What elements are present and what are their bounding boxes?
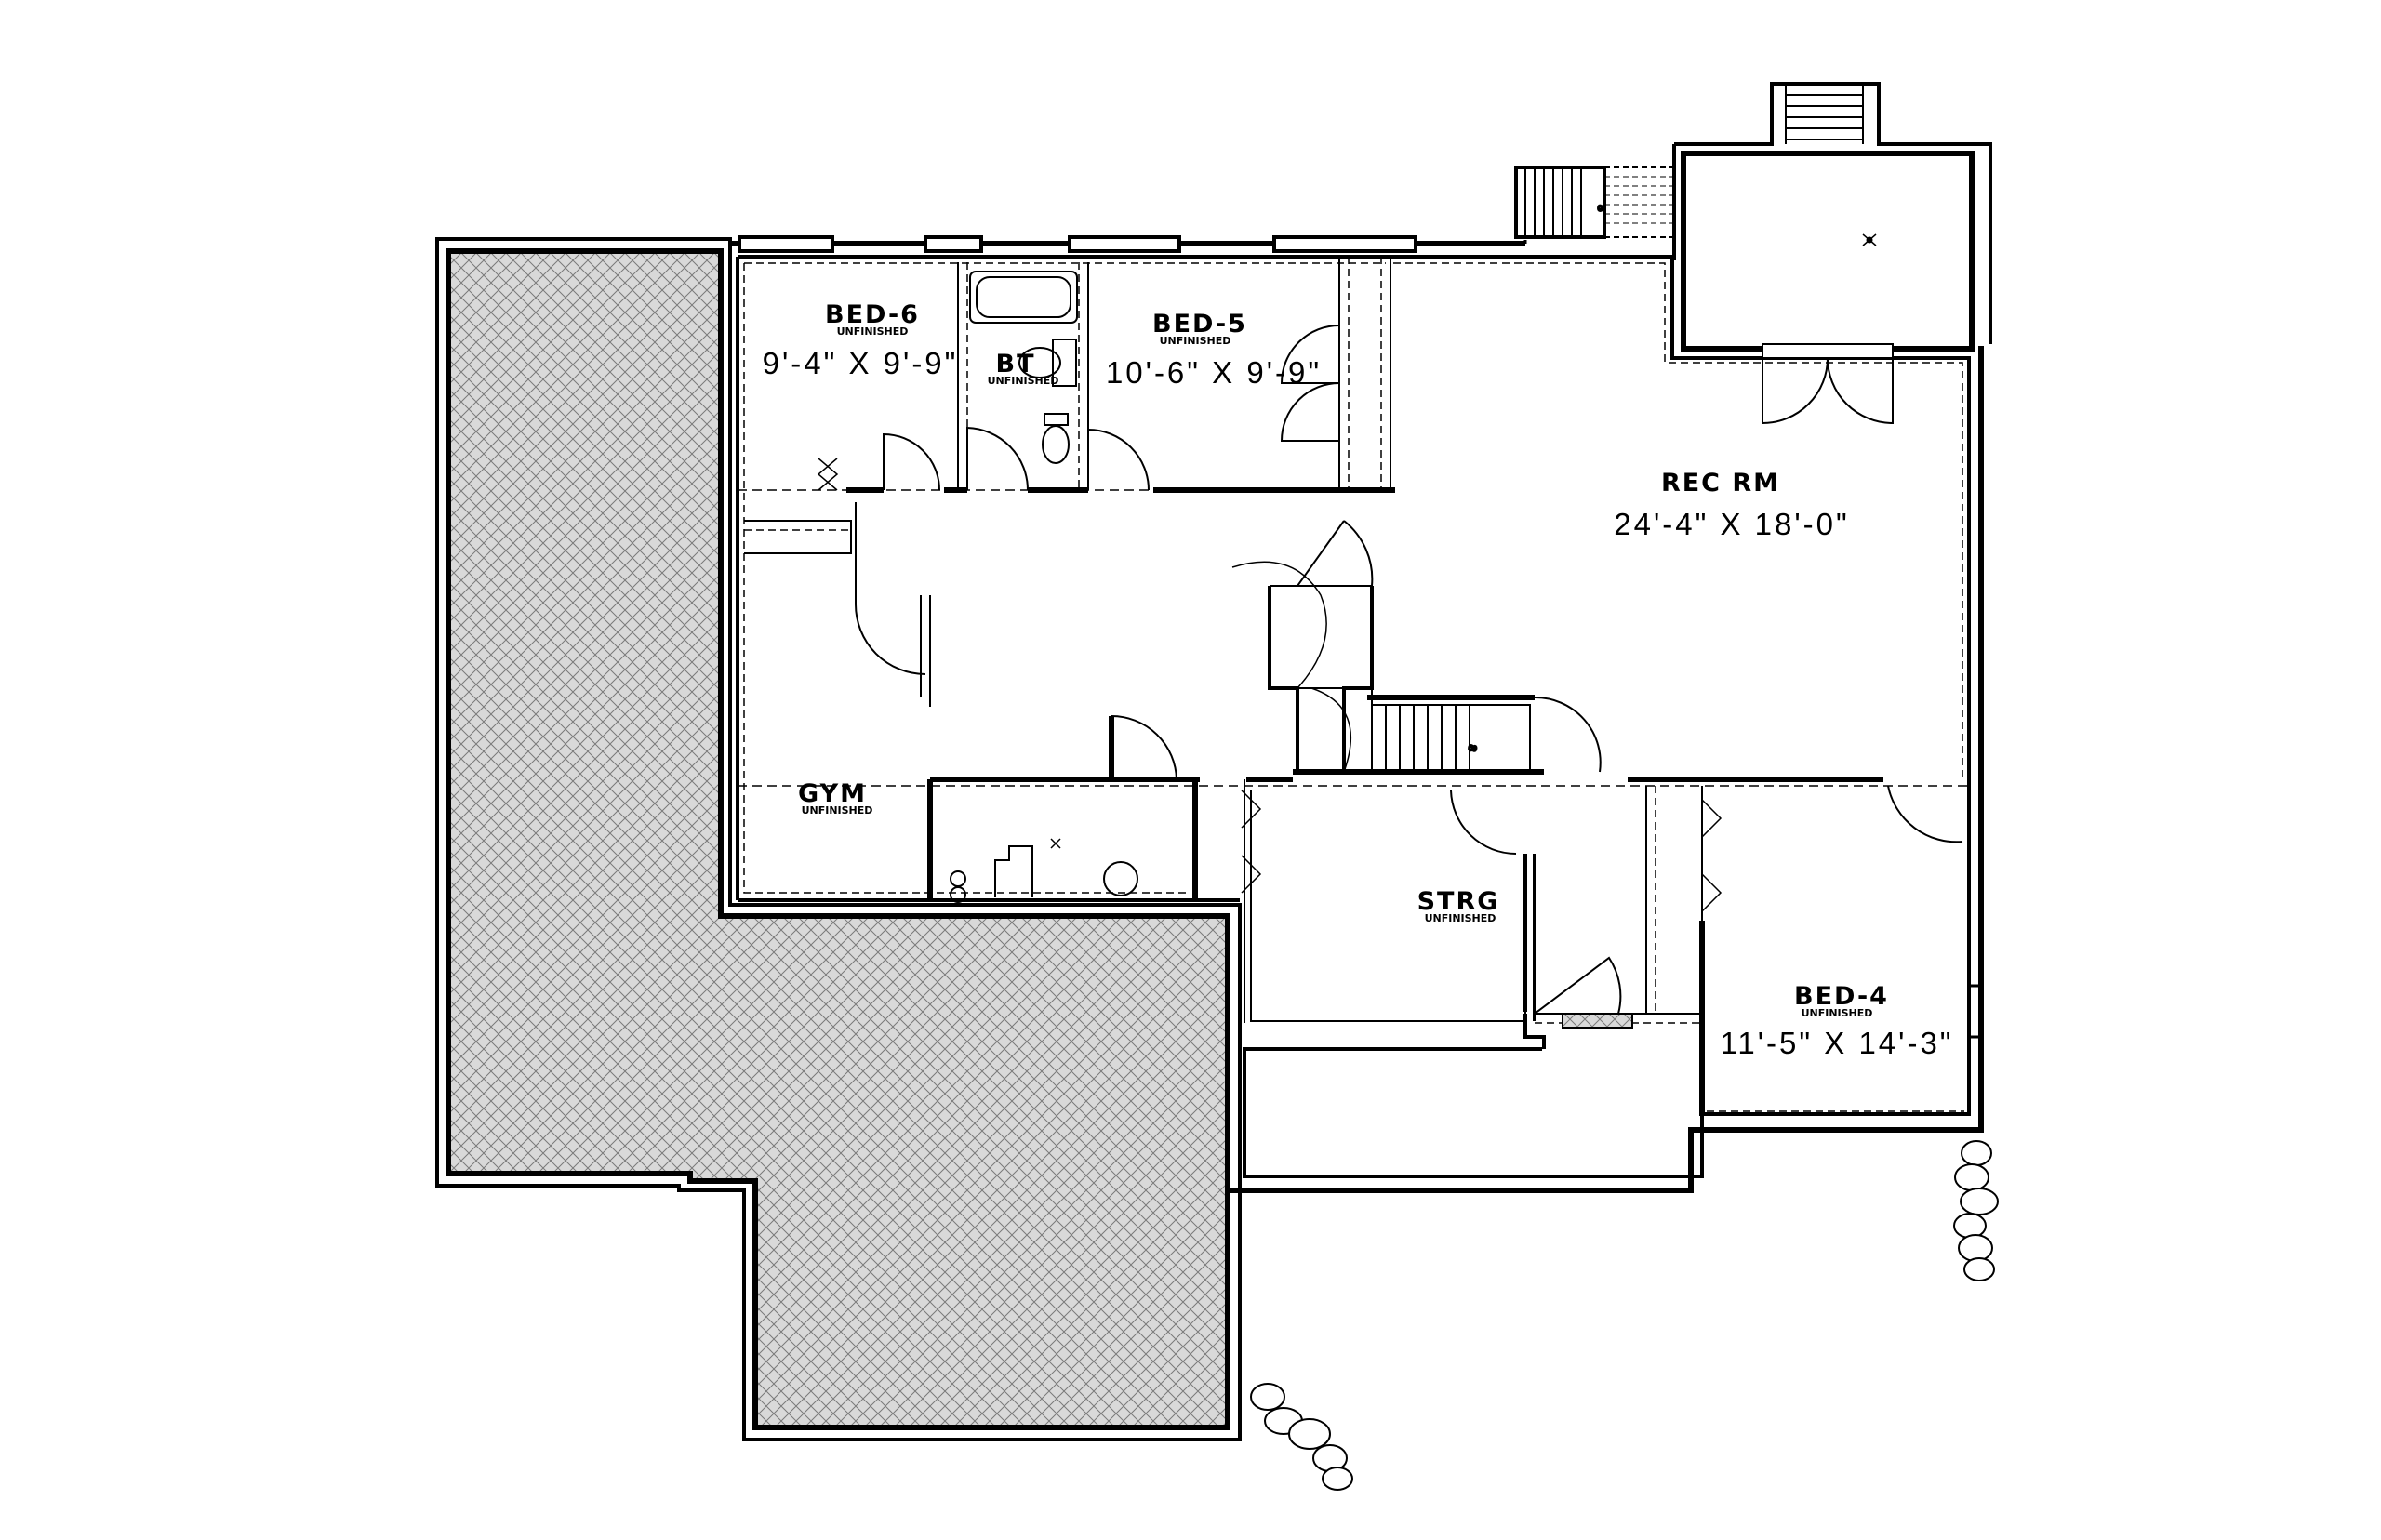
door-porch-left: [1762, 357, 1829, 425]
main-stair: 8: [1371, 704, 1531, 773]
room-bed5-status: UNFINISHED: [1160, 335, 1231, 347]
room-gym-status: UNFINISHED: [802, 804, 873, 816]
bathtub: [969, 271, 1078, 324]
sink: [1018, 347, 1061, 378]
toilet: [1042, 425, 1070, 464]
door-mech: [1111, 715, 1177, 780]
porch-stair-treads: [1786, 94, 1863, 140]
main-stair-label: 8: [1466, 743, 1479, 752]
room-bed6-status: UNFINISHED: [837, 325, 909, 338]
windows: [738, 235, 1417, 253]
door-bed4: [1887, 785, 1963, 843]
room-bed4: BED-4 UNFINISHED 11'-5" X 14'-3": [1720, 982, 1953, 1060]
room-bed5: BED-5 UNFINISHED 10'-6" X 9'-9": [1106, 310, 1322, 390]
room-bath-status: UNFINISHED: [988, 375, 1059, 387]
door-stair: [1534, 696, 1602, 773]
room-bed4-size: 11'-5" X 14'-3": [1720, 1026, 1953, 1060]
interior-walls: [738, 257, 1969, 1116]
room-bath-name: BT: [996, 350, 1036, 378]
door-bed5-closet-lower: [1280, 382, 1340, 442]
upper-stair-label: 8: [1595, 205, 1607, 212]
water-heater: [1103, 861, 1138, 896]
room-gym-name: GYM: [798, 779, 867, 808]
unexcavated-area: [435, 237, 1242, 1441]
lower-walls: [1238, 1013, 1633, 1181]
window-rec: [1272, 235, 1417, 253]
window-bed6: [738, 235, 834, 253]
furnace: [994, 845, 1033, 897]
room-strg: STRG UNFINISHED: [1417, 887, 1500, 924]
room-bath: BT UNFINISHED: [988, 350, 1059, 387]
room-bed4-name: BED-4: [1794, 982, 1889, 1011]
porch-bumpout: [1672, 82, 1992, 352]
room-gym: GYM UNFINISHED: [798, 779, 872, 816]
bath-fixtures: [969, 271, 1078, 464]
door-porch-right: [1827, 357, 1894, 425]
window-bed5: [1068, 235, 1181, 253]
room-bed6-size: 9'-4" X 9'-9": [763, 346, 959, 380]
door-bed5-closet-upper: [1280, 325, 1340, 384]
room-bed5-size: 10'-6" X 9'-9": [1106, 355, 1322, 390]
window-bath: [924, 235, 983, 253]
room-rec-size: 24'-4" X 18'-0": [1614, 507, 1849, 541]
room-rec-name: REC RM: [1661, 469, 1780, 498]
landscape-rocks: [1250, 1140, 1999, 1491]
door-strg-lower: [1534, 956, 1622, 1015]
room-strg-status: UNFINISHED: [1425, 912, 1496, 924]
door-bed5: [1087, 428, 1150, 491]
door-bed6: [883, 432, 940, 491]
door-hall-closet: [1297, 520, 1374, 587]
room-bed6-name: BED-6: [825, 300, 920, 329]
door-strg: [1450, 790, 1517, 855]
room-bed4-status: UNFINISHED: [1802, 1007, 1873, 1019]
doors: [817, 325, 1963, 1015]
door-bath: [966, 426, 1029, 491]
exterior-stair: 8: [1514, 166, 1674, 239]
mech-fixtures: [950, 838, 1138, 903]
room-bed6: BED-6 UNFINISHED 9'-4" X 9'-9": [763, 300, 959, 380]
room-labels: BED-6 UNFINISHED 9'-4" X 9'-9" BT UNFINI…: [763, 300, 1953, 1060]
room-rec: REC RM 24'-4" X 18'-0": [1614, 469, 1849, 541]
room-strg-name: STRG: [1417, 887, 1500, 916]
door-gym-closet: [855, 604, 926, 675]
room-bed5-name: BED-5: [1152, 310, 1247, 339]
